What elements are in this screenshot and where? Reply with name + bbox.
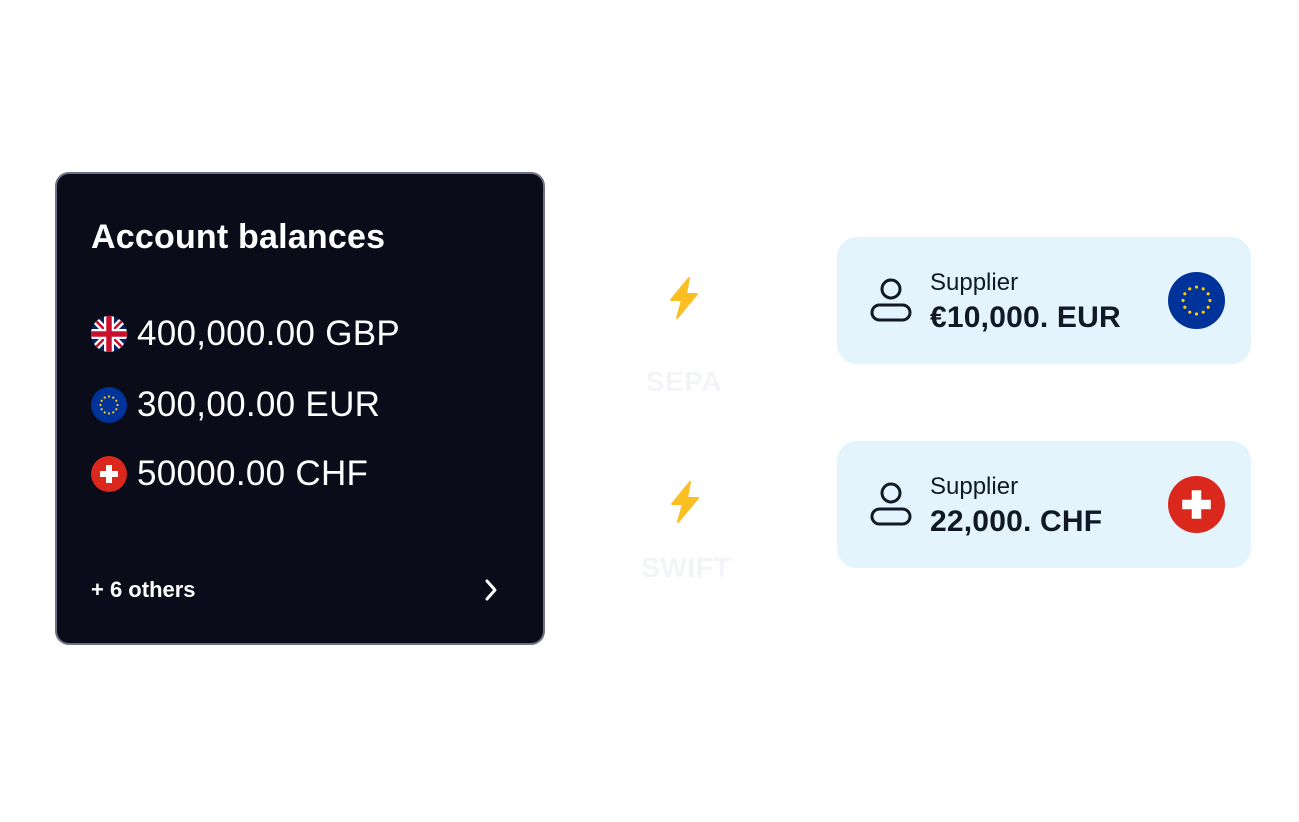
- show-others-link[interactable]: + 6 others: [91, 574, 501, 606]
- supplier-name: Supplier: [930, 473, 1019, 500]
- supplier-card-eur[interactable]: Supplier €10,000. EUR: [837, 237, 1251, 364]
- supplier-name: Supplier: [930, 269, 1019, 296]
- uk-flag-icon: [91, 316, 127, 352]
- account-balances-card: Account balances 400,000.00 GBP: [55, 172, 545, 645]
- eu-flag-icon: [91, 387, 127, 423]
- card-title: Account balances: [91, 218, 386, 256]
- swiss-flag-icon: [91, 456, 127, 492]
- balance-amount: 50000.00 CHF: [137, 454, 369, 493]
- chevron-right-icon[interactable]: [481, 576, 501, 604]
- others-label: + 6 others: [91, 577, 196, 602]
- rail-label-swift: SWIFT: [641, 552, 731, 583]
- balance-row-eur: 300,00.00 EUR: [91, 385, 380, 425]
- balance-amount: 300,00.00 EUR: [137, 385, 381, 424]
- lightning-bolt-icon: [670, 277, 698, 319]
- supplier-amount: €10,000. EUR: [930, 301, 1121, 334]
- swiss-flag-icon: [1168, 476, 1225, 533]
- supplier-amount: 22,000. CHF: [930, 505, 1103, 538]
- lightning-bolt-icon: [671, 481, 699, 523]
- person-icon: [870, 278, 912, 322]
- rail-label-sepa: SEPA: [645, 366, 723, 397]
- eu-flag-icon: [1168, 272, 1225, 329]
- balance-row-gbp: 400,000.00 GBP: [91, 314, 400, 354]
- balance-amount: 400,000.00 GBP: [137, 314, 401, 353]
- balance-row-chf: 50000.00 CHF: [91, 454, 368, 494]
- person-icon: [870, 482, 912, 526]
- supplier-card-chf[interactable]: Supplier 22,000. CHF: [837, 441, 1251, 568]
